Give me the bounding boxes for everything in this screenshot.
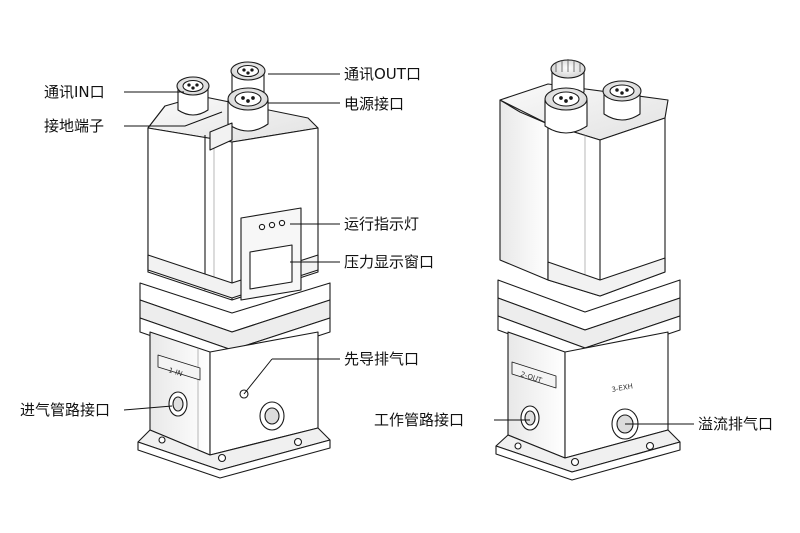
right-conn-3 [544,87,588,134]
label-pilot-exhaust: 先导排气口 [344,350,420,368]
left-conn-power [209,87,269,151]
left-pressure-window [249,244,293,290]
label-inlet-pipe-port: 进气管路接口 [20,401,111,419]
right-device [495,59,681,481]
label-pressure-window: 压力显示窗口 [344,253,435,271]
right-exh-engraving: 3-EXH [611,382,634,394]
label-comm-out: 通讯OUT口 [344,65,421,83]
label-work-pipe-port: 工作管路接口 [374,411,465,429]
right-conn-2 [602,80,642,121]
left-led-3 [278,219,286,227]
left-conn-in [176,76,210,116]
label-ground-terminal: 接地端子 [44,117,105,135]
label-power-port: 电源接口 [344,95,405,113]
left-device [137,61,331,479]
leader-lines [123,73,694,425]
left-led-2 [268,221,276,229]
label-run-indicator: 运行指示灯 [344,215,420,233]
label-relief-exhaust: 溢流排气口 [698,415,774,433]
left-led-1 [258,223,266,231]
right-upper-side-face [499,99,549,281]
label-comm-in: 通讯IN口 [44,83,105,101]
